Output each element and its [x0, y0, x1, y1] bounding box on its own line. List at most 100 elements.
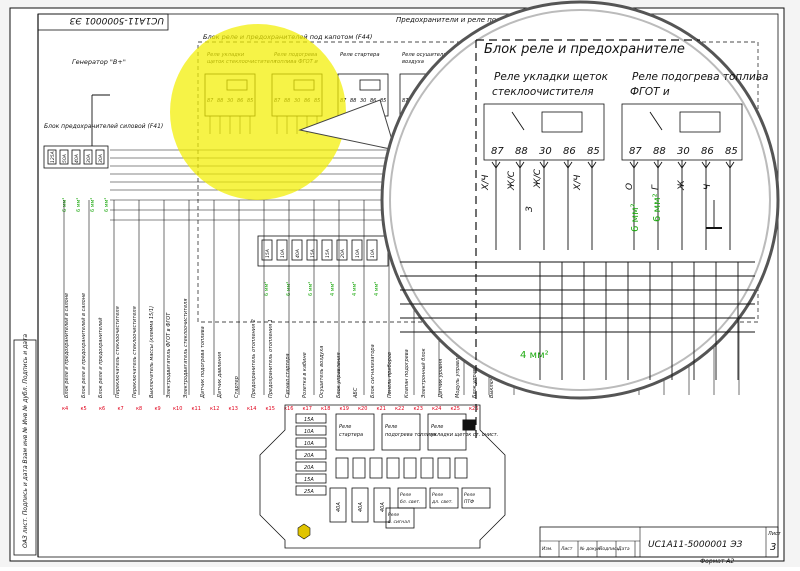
lens-relay-1-pin: 86 [701, 146, 714, 157]
title-block-col: № докум. [579, 546, 602, 552]
box-lower-fuse [373, 487, 391, 523]
box-lower-fuse-rating: 40А [358, 502, 364, 512]
box-fuse [295, 413, 327, 424]
mid-wire-size: 6 мм² [308, 282, 314, 296]
lens-relay-1-arrow [701, 161, 711, 169]
bottom-label: Блок управления [336, 352, 342, 398]
relay-2-pin: 85 [380, 98, 386, 104]
left-fuse-rating: 125А [50, 151, 56, 163]
mid-fuse [321, 239, 333, 261]
left-wire-size: 6 мм² [90, 198, 96, 212]
bottom-code: к11 [192, 406, 201, 412]
top-doc-box [37, 13, 169, 31]
left-wire-size: 6 мм² [104, 198, 110, 212]
lens-relay-1-arrow [725, 161, 735, 169]
box-lower-fuse-rating: 40А [336, 502, 342, 512]
box-fuse-rating: 20А [304, 453, 314, 459]
box-relay-top-label: Реле [431, 424, 443, 430]
bottom-label: Блок реле и предохранителей в салоне [81, 293, 87, 398]
lens-relay-0-switch [511, 111, 525, 131]
lens-wire-label-left: Х/Ч [481, 175, 491, 191]
box-fuse [295, 425, 327, 436]
mid-fuse-rating: 20А [340, 249, 346, 258]
box-small-fuse [437, 457, 451, 479]
box-relay-bottom-label: Реле [432, 492, 443, 498]
bottom-label: Электродвигатель ФГОТ в ФГОТ [166, 312, 172, 399]
box-relay-top [427, 413, 467, 451]
left-wire-size: 6 мм² [76, 198, 82, 212]
left-fuse-rating: 30А [98, 154, 104, 163]
bottom-label: Осушитель воздуха [319, 346, 325, 398]
relay-2-pin: 86 [370, 98, 376, 104]
left-fuse [59, 149, 69, 165]
mid-fuse [306, 239, 318, 261]
lens-relay-0-coil [541, 111, 583, 133]
lens-relay-0-arrow [587, 161, 597, 169]
mid-wire-size: 4 мм² [352, 282, 358, 296]
lens-relay-1-arrow [629, 161, 639, 169]
bottom-code: к24 [432, 406, 441, 412]
bottom-code: к10 [173, 406, 182, 412]
bottom-label: Клапан подогрева [404, 349, 410, 398]
title-block-col: Лист [560, 546, 573, 552]
lens-relay-1-pin: 88 [653, 146, 666, 157]
fuse-block-left-label: Блок предохранителей силовой (F41) [44, 123, 163, 130]
generator-label: Генератор "В+" [72, 58, 126, 66]
lens-relay-1-pin: 30 [677, 146, 690, 157]
relay-2-pin: 30 [360, 98, 366, 104]
left-fuse [83, 149, 93, 165]
fuse-box-diagram: 15А10А10А20А20А15А25АРелестартераРелепод… [259, 404, 506, 549]
box-small-fuse [369, 457, 383, 479]
bottom-code: к16 [284, 406, 293, 412]
mid-fuse-rating: 10А [280, 249, 286, 258]
mid-fuse-rating: 40А [295, 249, 301, 258]
mid-fuse-rating: 15А [265, 249, 271, 258]
bottom-label: Сигнал стартера [285, 353, 291, 398]
mid-wire-size: 4 мм² [374, 282, 380, 296]
box-relay-bottom-label: дл. свет. [431, 500, 453, 505]
box-relay-bottom-label: в. сигнал [388, 520, 410, 525]
lens-relay-0-pin: 30 [539, 146, 552, 157]
magnifier-lens [298, 0, 780, 400]
lens-relay-0-name-2: стеклоочистителя [492, 86, 594, 98]
lens-wire-label-right: Г [651, 184, 661, 190]
lens-circle [380, 0, 780, 400]
bottom-label: Датчик подогрева топлива [200, 326, 206, 399]
title-block-col: Дата [617, 546, 630, 552]
left-fuse [95, 149, 105, 165]
box-lower-fuse [351, 487, 369, 523]
bottom-label: Электродвигатель стеклоочистителя [183, 299, 189, 399]
bottom-code: к17 [303, 406, 312, 412]
lens-relay-0-name-1: Реле укладки щеток [494, 71, 609, 83]
bottom-code: к8 [136, 406, 142, 412]
bottom-code: к7 [118, 406, 124, 412]
bottom-code: к22 [395, 406, 404, 412]
left-fuse-rating: 50А [62, 154, 68, 163]
left-fuse-rating: 30А [86, 154, 92, 163]
box-relay-top [335, 413, 375, 451]
box-relay-top-label: подогрева топлива [385, 432, 436, 438]
relay-3-name-1: Реле осушителя [402, 52, 446, 58]
box-small-fuse [403, 457, 417, 479]
relay-3-pin: 87 [402, 98, 409, 104]
bottom-code: к20 [358, 406, 367, 412]
side-stamp-box [13, 339, 37, 556]
box-relay-top [381, 413, 421, 451]
box-hex-bolt [297, 523, 311, 540]
box-fuse [295, 473, 327, 484]
box-relay-top-label: стартера [339, 432, 363, 438]
lens-relay-0-arrow [539, 161, 549, 169]
box-relay-top-label: Реле [339, 424, 351, 430]
bottom-code: к9 [155, 406, 161, 412]
mid-fuse [351, 239, 363, 261]
left-fuse [47, 149, 57, 165]
relay-2-name-1: Реле стартера [340, 52, 380, 58]
mid-fuse [366, 239, 378, 261]
box-relay-bottom-label: Реле [464, 492, 475, 498]
bottom-code: к14 [247, 406, 256, 412]
left-wire-size: 6 мм² [62, 198, 68, 212]
